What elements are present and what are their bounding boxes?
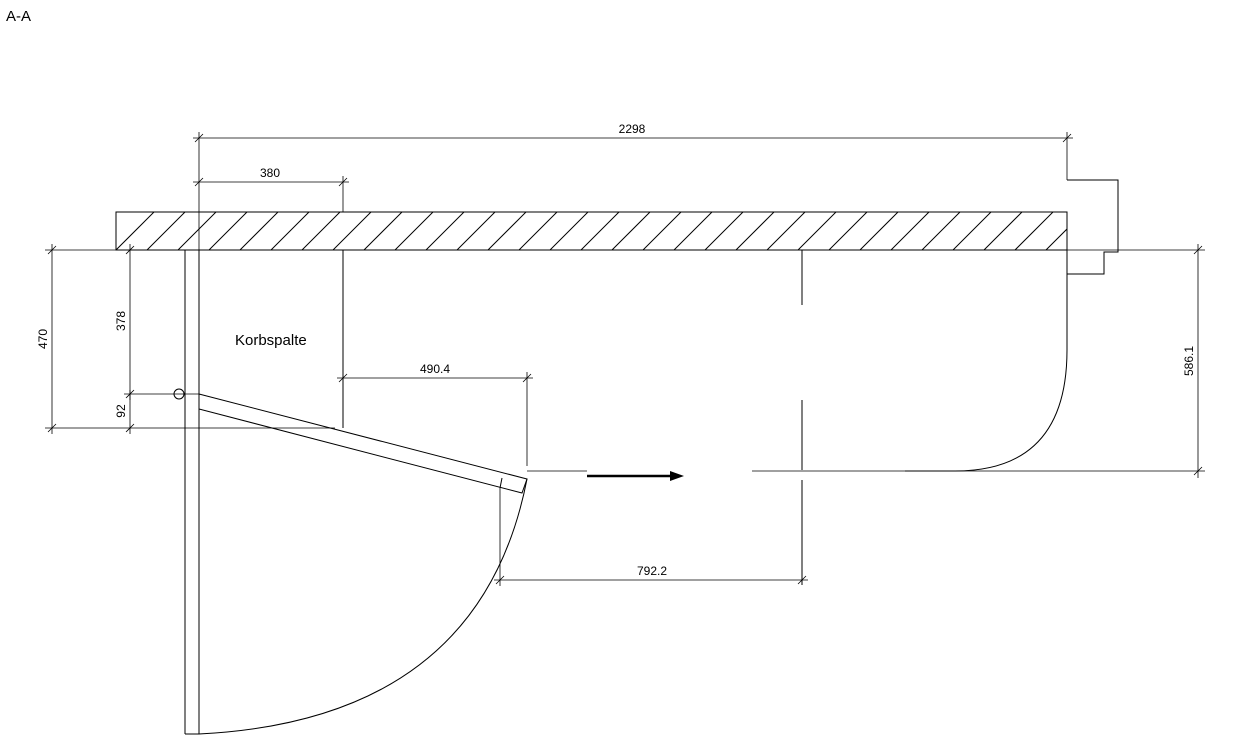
svg-text:380: 380 [260, 166, 280, 180]
dim-opening-width: 792.2 [494, 488, 808, 586]
hatch-line [425, 212, 465, 250]
svg-text:792.2: 792.2 [637, 564, 667, 578]
svg-text:378: 378 [114, 311, 128, 331]
hatch-line [921, 212, 961, 250]
door-post [184, 250, 200, 735]
wall-section [115, 211, 1115, 251]
dim-overall-width: 2298 [193, 122, 1073, 250]
hatch-line [890, 212, 930, 250]
svg-text:586.1: 586.1 [1182, 346, 1196, 376]
hatch-line [332, 212, 372, 250]
hatch-line [146, 212, 186, 250]
dim-swing-extent: 490.4 [337, 362, 533, 466]
dim-left-height-total: 470 [36, 244, 335, 434]
svg-text:470: 470 [36, 329, 50, 349]
hatch-line [116, 212, 155, 250]
hatch-line [1045, 228, 1067, 250]
svg-text:490.4: 490.4 [420, 362, 450, 376]
hatch-line [1014, 212, 1054, 250]
door-leaf [198, 393, 528, 494]
dim-pivot-offset: 92 [114, 390, 135, 434]
right-curved-return [905, 250, 1068, 472]
hatch-line [301, 212, 341, 250]
section-title: A-A [6, 8, 31, 25]
wall-hatching [116, 212, 1115, 250]
hatch-line [549, 212, 589, 250]
hatch-line [1077, 212, 1115, 250]
hatch-line [270, 212, 310, 250]
end-bracket [1067, 179, 1119, 275]
hatch-line [983, 212, 1023, 250]
hatch-line [177, 212, 217, 250]
hatch-line [611, 212, 651, 250]
hatch-line [704, 212, 744, 250]
hatch-line [239, 212, 279, 250]
direction-arrow [587, 471, 684, 481]
hatch-line [952, 212, 992, 250]
door-swing-arc [198, 478, 528, 735]
svg-text:2298: 2298 [619, 122, 646, 136]
hatch-line [642, 212, 682, 250]
basket-gap-label: Korbspalte [235, 332, 307, 349]
hatch-line [859, 212, 899, 250]
dim-right-height: 586.1 [1182, 244, 1203, 478]
dim-offset-width: 380 [193, 166, 349, 212]
hatch-line [673, 212, 713, 250]
hatch-line [828, 212, 868, 250]
hatch-line [735, 212, 775, 250]
hatch-line [797, 212, 837, 250]
hatch-line [580, 212, 620, 250]
dim-inner-height: 378 [114, 244, 199, 400]
hatch-line [456, 212, 496, 250]
svg-text:92: 92 [114, 404, 128, 418]
hatch-line [208, 212, 248, 250]
hatch-line [766, 212, 806, 250]
hatch-line [487, 212, 527, 250]
hatch-line [518, 212, 558, 250]
hatch-line [363, 212, 403, 250]
hatch-line [394, 212, 434, 250]
